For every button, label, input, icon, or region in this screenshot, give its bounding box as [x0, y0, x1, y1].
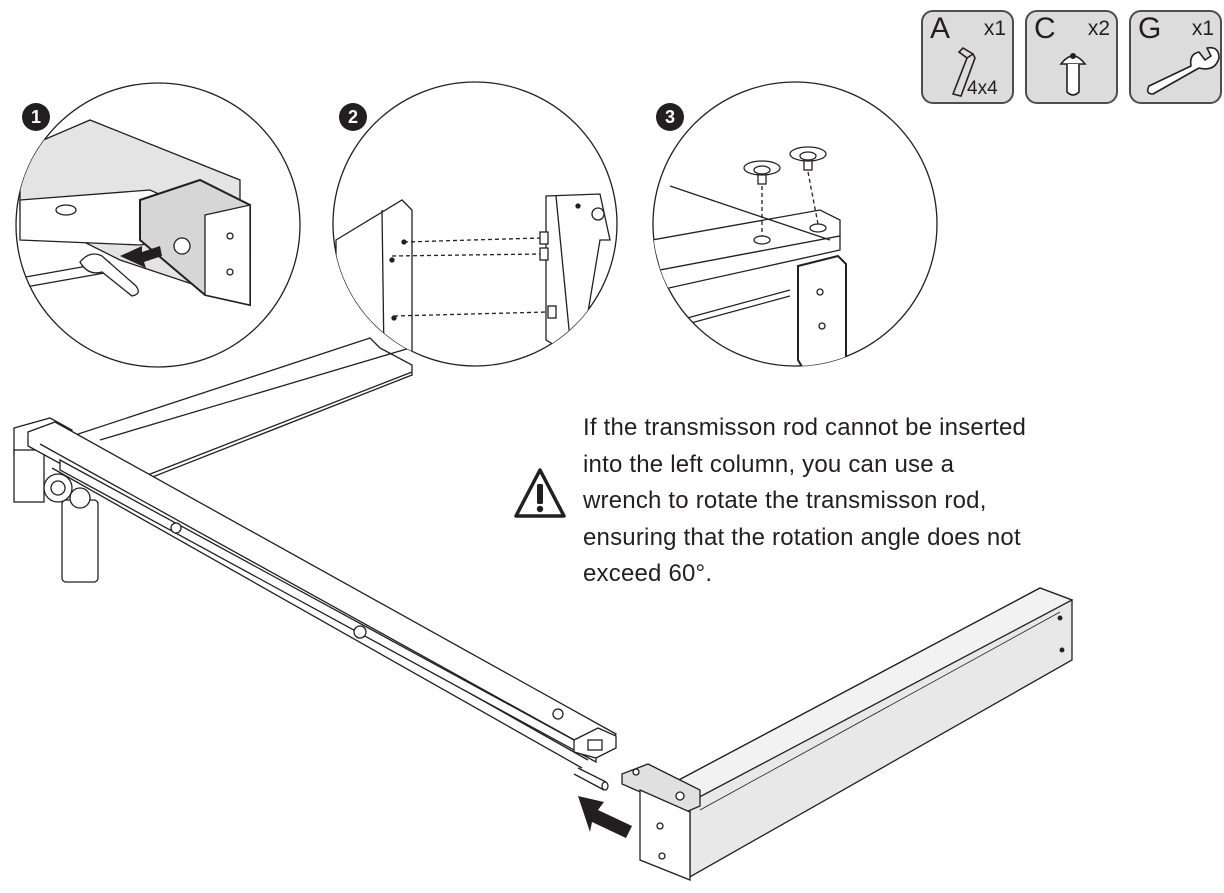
push-arrow-1 — [120, 246, 162, 268]
warning-line: ensuring that the rotation angle does no… — [583, 523, 1021, 551]
step-badge-1: 1 — [22, 103, 50, 131]
step-badge-3: 3 — [656, 103, 684, 131]
parts-panel: A x1 4x4 C x2 G x1 — [921, 10, 1222, 106]
warning-line: exceed 60°. — [583, 560, 713, 587]
hex-key-icon — [951, 46, 976, 97]
part-g-card: G x1 — [1129, 10, 1222, 104]
desk-frame — [13, 337, 617, 791]
detail-circle-3 — [652, 81, 938, 367]
part-letter: G — [1138, 12, 1162, 45]
warning-triangle-icon — [514, 468, 566, 518]
warning-line: into the left column, you can use a — [583, 450, 955, 478]
part-letter: A — [930, 12, 951, 45]
part-size: 4x4 — [967, 78, 998, 99]
part-quantity: x1 — [983, 17, 1006, 40]
warning-text: If the transmisson rod cannot be inserte… — [583, 410, 1123, 593]
wrench-icon — [1146, 46, 1220, 95]
part-letter: C — [1034, 12, 1056, 45]
warning-line: wrench to rotate the transmisson rod, — [583, 487, 987, 514]
part-c-card: C x2 — [1025, 10, 1118, 104]
part-quantity: x2 — [1087, 17, 1110, 40]
part-quantity: x1 — [1191, 17, 1214, 40]
insert-arrow — [578, 796, 632, 838]
detail-circle-1 — [15, 82, 301, 368]
screw-icon — [1059, 53, 1087, 96]
right-column — [621, 587, 1074, 881]
detail-circle-2 — [332, 81, 618, 367]
warning-line: If the transmisson rod cannot be inserte… — [583, 414, 1027, 441]
part-a-card: A x1 4x4 — [921, 10, 1014, 104]
step-badge-2: 2 — [339, 103, 367, 131]
